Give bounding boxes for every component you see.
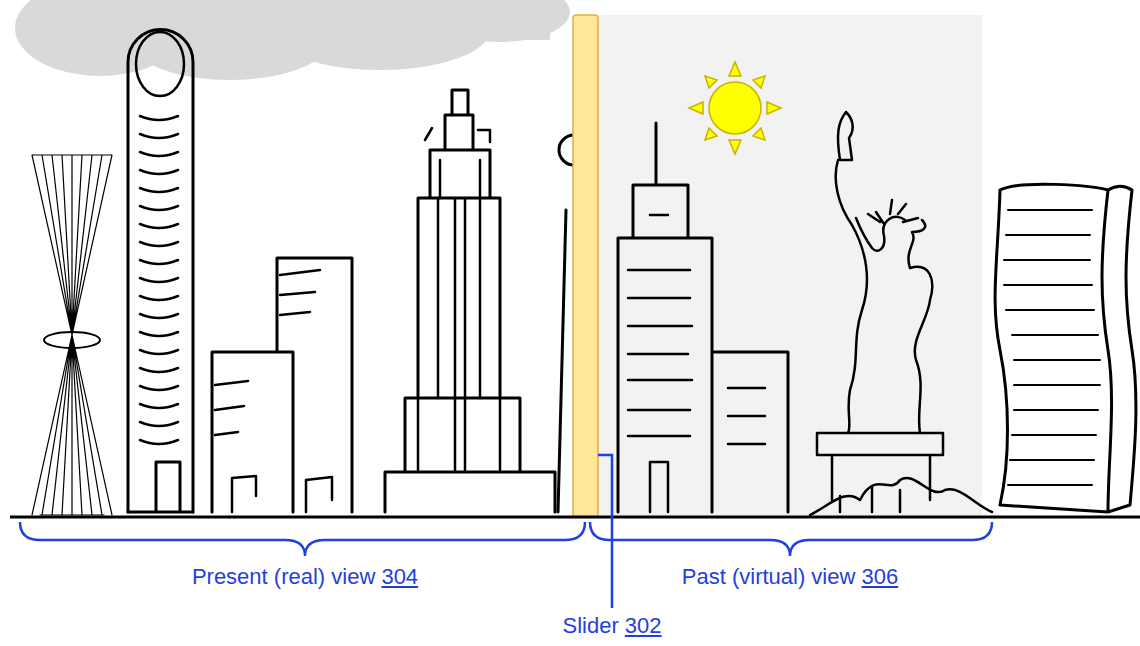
bracket	[20, 522, 585, 556]
ground-line	[10, 516, 1140, 519]
block-building	[212, 258, 352, 512]
sun-rays	[689, 62, 781, 154]
callout-number: 306	[862, 564, 899, 589]
wavy-windows	[1004, 210, 1100, 485]
slider-bar	[573, 15, 598, 517]
callout-text: Slider 302	[562, 613, 661, 638]
past-windows	[628, 215, 765, 512]
sun-disc	[709, 82, 761, 134]
callout-label: Present (real) view 304	[192, 564, 418, 590]
block-windows	[215, 270, 320, 435]
callout-text: Present (real) view 304	[192, 564, 418, 589]
tower-ring	[44, 332, 100, 348]
wavy-building	[995, 184, 1136, 512]
statue-figure	[836, 160, 933, 433]
callout-label: Slider 302	[562, 613, 661, 639]
tower-windows	[140, 116, 178, 444]
stepped-tower	[385, 90, 555, 512]
statue-torch	[838, 112, 853, 160]
tower-details	[418, 128, 500, 470]
past-view-ground	[598, 15, 982, 515]
callout-label: Past (virtual) view 306	[682, 564, 898, 590]
capsule-tower	[128, 30, 193, 513]
tower-top	[136, 32, 184, 96]
hourglass-tower	[32, 155, 112, 515]
callout-text: Past (virtual) view 306	[682, 564, 898, 589]
cloud	[15, 0, 570, 80]
sun	[689, 62, 781, 154]
past-building	[618, 123, 788, 512]
hidden-building	[558, 135, 574, 512]
tower-door	[128, 462, 193, 512]
callout-number: 302	[625, 613, 662, 638]
bracket	[590, 522, 992, 556]
callout-number: 304	[381, 564, 418, 589]
cloud-part	[430, 0, 570, 42]
leader-line	[598, 455, 612, 608]
statue-pedestal	[810, 433, 992, 515]
block-doors	[232, 476, 332, 512]
annotations	[20, 455, 992, 608]
